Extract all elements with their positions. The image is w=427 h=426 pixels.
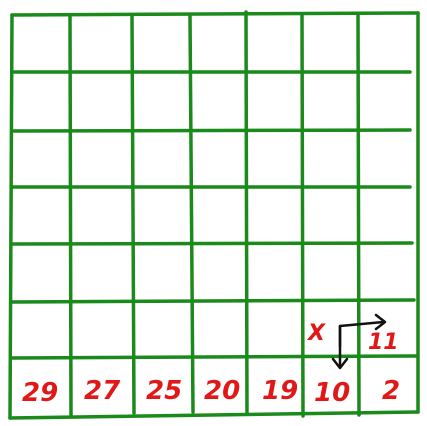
vertical-grid-line	[8, 13, 14, 420]
cell-value-5: 19	[262, 376, 298, 406]
vertical-grid-line	[244, 10, 249, 416]
horizontal-grid-line	[10, 128, 412, 133]
cell-value-2: 27	[84, 376, 121, 406]
horizontal-grid-line	[10, 354, 418, 360]
cell-value-1: 29	[22, 378, 58, 408]
cell-value-4: 20	[204, 376, 240, 406]
vertical-grid-line	[68, 13, 73, 417]
horizontal-grid-line	[10, 11, 420, 17]
horizontal-grid-line	[8, 410, 420, 420]
position-marker: X 11	[306, 313, 399, 370]
vertical-grid-line	[356, 12, 361, 417]
bottom-row-numbers: 29 27 25 20 19 10 2	[22, 376, 400, 408]
x-marker-label: X	[306, 321, 326, 346]
cell-value-3: 25	[146, 376, 182, 406]
right-value-label: 11	[368, 330, 399, 355]
arrow-down-icon	[331, 324, 349, 370]
cell-value-6: 10	[314, 378, 350, 408]
vertical-grid-line	[188, 13, 195, 414]
cell-value-7: 2	[382, 376, 400, 406]
horizontal-grid-line	[10, 298, 416, 304]
vertical-grid-lines	[8, 10, 420, 420]
vertical-grid-line	[300, 12, 305, 418]
vertical-grid-line	[130, 13, 136, 415]
horizontal-grid-line	[10, 241, 414, 246]
horizontal-grid-lines	[8, 11, 420, 420]
